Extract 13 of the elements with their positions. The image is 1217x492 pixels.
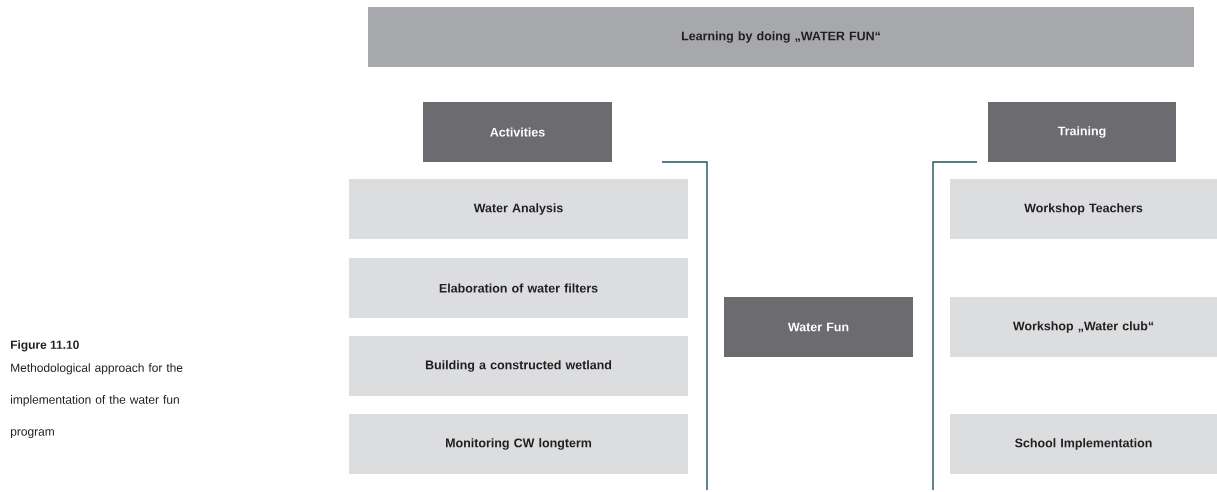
heading-box: Activities: [423, 102, 612, 162]
item-box: Elaboration of water filters: [349, 258, 688, 318]
figure-number: Figure 11.10: [11, 340, 79, 352]
item-box: Building a constructed wetland: [349, 336, 688, 396]
item-box: Monitoring CW longterm: [349, 414, 688, 474]
heading-box: Water Fun: [724, 297, 913, 357]
caption-text: Methodological approach for the implementation of the water fun program: [11, 363, 183, 439]
heading-box: Training: [988, 102, 1176, 162]
banner-box: Learning by doing „WATER FUN“: [368, 7, 1194, 67]
item-box: School Implementation: [950, 414, 1217, 474]
item-box: Water Analysis: [349, 179, 688, 239]
item-box: Workshop „Water club“: [950, 297, 1217, 357]
item-box: Workshop Teachers: [950, 179, 1217, 239]
